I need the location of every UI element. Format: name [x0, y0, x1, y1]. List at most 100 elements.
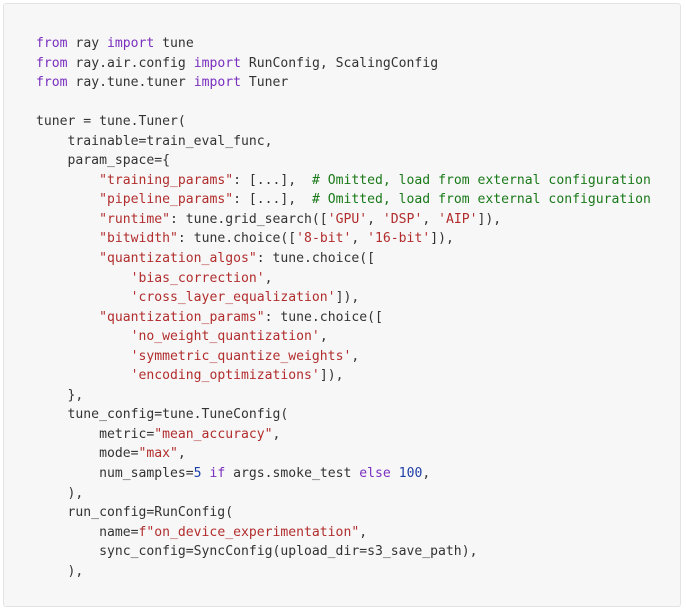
code-token-plain: : tune.grid_search([ [170, 211, 328, 227]
code-line: 'symmetric_quantize_weights', [36, 347, 651, 367]
code-token-plain: sync_config=SyncConfig(upload_dir=s3_sav… [36, 544, 478, 560]
code-token-plain: ]), [430, 231, 454, 247]
code-token-str: "max" [138, 446, 178, 462]
code-token-str: "pipeline_params" [99, 192, 234, 208]
code-token-plain: ), [36, 563, 84, 579]
code-token-str: 'cross_layer_equalization' [130, 290, 336, 306]
code-token-plain [391, 466, 399, 481]
code-token-plain: tune_config=tune.TuneConfig( [36, 407, 289, 423]
code-line: from ray.air.config import RunConfig, Sc… [36, 54, 651, 74]
code-token-plain: tuner = tune.Tuner( [36, 114, 186, 130]
code-line: "bitwidth": tune.choice(['8-bit', '16-bi… [36, 229, 651, 249]
code-token-plain: , [359, 524, 368, 540]
code-token-plain: name= [36, 524, 139, 540]
code-token-kw: from [36, 75, 68, 91]
code-token-str: 'AIP' [438, 211, 478, 227]
code-token-plain [36, 329, 131, 344]
code-token-num: 100 [398, 466, 423, 482]
code-token-plain [36, 349, 131, 364]
code-line: trainable=train_eval_func, [36, 132, 651, 152]
code-token-str: 'bias_correction' [130, 270, 265, 286]
code-line: "training_params": [...], # Omitted, loa… [36, 171, 651, 191]
code-token-str: "quantization_params" [99, 309, 265, 325]
code-token-plain: mode= [36, 446, 139, 462]
code-line: "quantization_params": tune.choice([ [36, 308, 651, 328]
code-token-plain: ray.air.config [67, 55, 194, 71]
code-token-plain: , [177, 446, 186, 462]
code-token-str: "bitwidth" [99, 231, 178, 247]
code-line: run_config=RunConfig( [36, 503, 651, 523]
code-token-kw: import [193, 55, 241, 71]
code-token-plain: : tune.choice([ [177, 231, 297, 247]
code-token-plain: : [...], [233, 192, 312, 208]
code-line: "pipeline_params": [...], # Omitted, loa… [36, 190, 651, 210]
code-token-plain: metric= [36, 426, 155, 442]
code-token-plain [36, 290, 131, 305]
code-token-plain: : tune.choice([ [264, 309, 383, 325]
code-token-str: "runtime" [99, 211, 171, 227]
code-token-plain [36, 173, 99, 188]
code-line: }, [36, 386, 651, 406]
code-token-plain: , [351, 348, 360, 364]
code-token-plain: param_space={ [36, 153, 171, 169]
code-token-kw: from [36, 36, 68, 51]
code-token-kw: if [209, 466, 226, 482]
code-token-plain: ), [36, 485, 84, 501]
code-token-plain: : [...], [233, 172, 312, 188]
code-line: sync_config=SyncConfig(upload_dir=s3_sav… [36, 542, 651, 562]
code-token-plain: , [351, 231, 368, 247]
code-line: ), [36, 562, 651, 582]
code-token-plain: , [422, 211, 439, 227]
code-token-plain: ]), [319, 368, 344, 384]
code-token-kw: from [36, 55, 68, 71]
code-token-plain: , [422, 466, 431, 482]
code-token-plain: : tune.choice([ [256, 251, 375, 267]
code-line: from ray import tune [36, 34, 651, 54]
code-token-kw: else [359, 466, 391, 482]
code-token-plain [36, 310, 99, 325]
code-token-plain: run_config=RunConfig( [36, 505, 234, 521]
code-line: tune_config=tune.TuneConfig( [36, 405, 651, 425]
code-token-str: "training_params" [99, 172, 234, 188]
code-token-plain: , [264, 270, 273, 286]
code-line: name=f"on_device_experimentation", [36, 523, 651, 543]
code-token-str: "mean_accuracy" [154, 426, 273, 442]
code-token-plain: ray [67, 36, 107, 51]
code-line: "quantization_algos": tune.choice([ [36, 249, 651, 269]
code-line: 'encoding_optimizations']), [36, 366, 651, 386]
code-token-plain: args.smoke_test [225, 466, 360, 482]
code-token-plain: ]), [477, 211, 502, 227]
code-line [36, 93, 651, 113]
code-line: ), [36, 484, 651, 504]
code-line: metric="mean_accuracy", [36, 425, 651, 445]
code-token-plain [36, 192, 99, 207]
code-token-plain [36, 231, 99, 246]
code-token-str: "quantization_algos" [99, 251, 257, 267]
code-line: "runtime": tune.grid_search(['GPU', 'DSP… [36, 210, 651, 230]
code-token-plain [36, 212, 99, 227]
code-token-plain [36, 251, 99, 266]
code-token-str: 'symmetric_quantize_weights' [130, 348, 352, 364]
code-token-plain [36, 271, 131, 286]
code-token-plain [36, 368, 131, 383]
code-line: 'cross_layer_equalization']), [36, 288, 651, 308]
code-token-str: 'no_weight_quantization' [130, 329, 320, 345]
code-token-str: '16-bit' [367, 231, 431, 247]
code-token-plain: RunConfig, ScalingConfig [241, 55, 439, 71]
code-token-plain: , [367, 211, 383, 227]
code-token-plain: num_samples= [36, 466, 194, 482]
code-line: param_space={ [36, 151, 651, 171]
code-token-num: 5 [193, 466, 202, 482]
code-line: num_samples=5 if args.smoke_test else 10… [36, 464, 651, 484]
code-token-plain: Tuner [241, 75, 289, 91]
code-line: 'no_weight_quantization', [36, 327, 651, 347]
code-token-cmt: # Omitted, load from external configurat… [311, 172, 651, 188]
code-token-kw: import [106, 36, 155, 51]
code-token-str: 'GPU' [327, 211, 368, 227]
code-token-str: 'encoding_optimizations' [130, 368, 320, 384]
code-token-plain: ray.tune.tuner [67, 75, 194, 91]
code-token-plain: ]), [335, 290, 360, 306]
code-token-cmt: # Omitted, load from external configurat… [311, 192, 651, 208]
code-line: 'bias_correction', [36, 269, 651, 289]
